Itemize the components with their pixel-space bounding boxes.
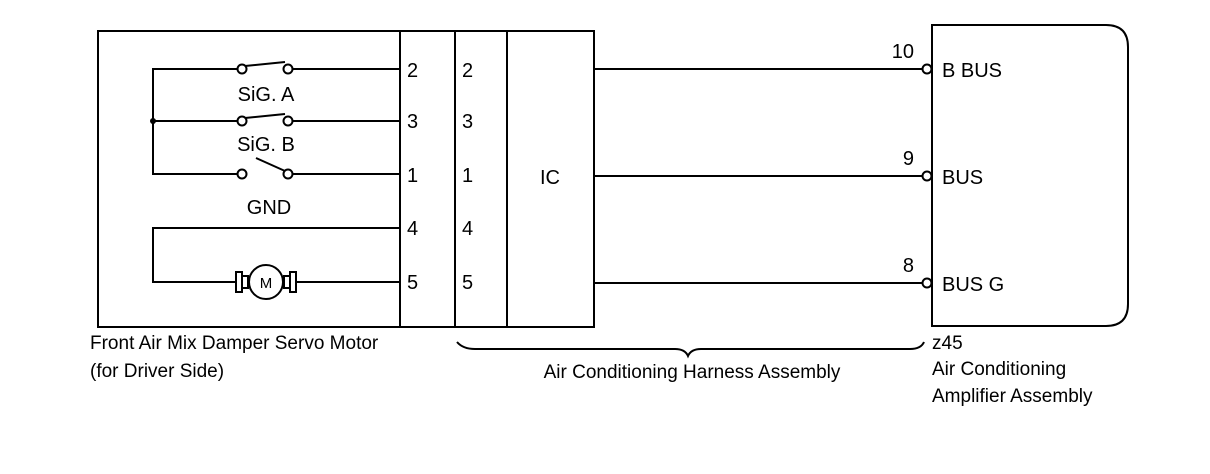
amp-pin-number: 10 xyxy=(892,41,914,63)
harness-brace xyxy=(456,341,925,359)
gnd-label: GND xyxy=(247,197,291,219)
sig-a-switch-arm xyxy=(244,61,286,67)
amp-pin-name: BUS xyxy=(942,167,983,189)
sig-a-contact-right xyxy=(282,63,294,75)
harness-pin-label: 1 xyxy=(462,165,473,187)
amplifier-box xyxy=(931,24,1129,327)
amp-pin-number: 8 xyxy=(903,255,914,277)
amplifier-caption-line1: Air Conditioning xyxy=(932,359,1066,380)
ic-label: IC xyxy=(540,167,560,189)
harness-pin-label: 2 xyxy=(462,60,473,82)
harness-caption: Air Conditioning Harness Assembly xyxy=(544,362,841,383)
harness-pin-label: 4 xyxy=(462,218,473,240)
servo-pin-label: 2 xyxy=(407,60,418,82)
motor-symbol xyxy=(248,264,284,300)
amp-pin-name: B BUS xyxy=(942,60,1002,82)
gnd-switch-arm xyxy=(255,157,286,172)
junction-dot xyxy=(150,118,156,124)
gnd-contact-left xyxy=(236,168,248,180)
servo-caption-line1: Front Air Mix Damper Servo Motor xyxy=(90,333,379,354)
amp-pin-number: 9 xyxy=(903,148,914,170)
harness-pin-label: 3 xyxy=(462,111,473,133)
sig-b-switch-arm xyxy=(244,113,286,119)
servo-pin-label: 4 xyxy=(407,218,418,240)
sig-a-label: SiG. A xyxy=(238,84,295,106)
amp-pin-name: BUS G xyxy=(942,274,1004,296)
servo-pin-label: 1 xyxy=(407,165,418,187)
sig-a-contact-left xyxy=(236,63,248,75)
servo-caption-line2: (for Driver Side) xyxy=(90,361,224,382)
servo-motor-box xyxy=(97,30,595,328)
gnd-contact-right xyxy=(282,168,294,180)
harness-pin-label: 5 xyxy=(462,272,473,294)
pin-10-terminal xyxy=(921,63,933,75)
pin-8-terminal xyxy=(921,277,933,289)
servo-pin-label: 5 xyxy=(407,272,418,294)
amplifier-connector: z45 xyxy=(932,333,963,354)
servo-pin-label: 3 xyxy=(407,111,418,133)
sig-b-contact-left xyxy=(236,115,248,127)
sig-b-contact-right xyxy=(282,115,294,127)
amplifier-caption-line2: Amplifier Assembly xyxy=(932,386,1093,407)
motor-brush-right xyxy=(283,275,291,289)
motor-brush-left xyxy=(241,275,249,289)
pin-9-terminal xyxy=(921,170,933,182)
motor-label: M xyxy=(260,275,273,292)
motor-wire-pin4 xyxy=(152,227,400,283)
sig-b-label: SiG. B xyxy=(237,134,295,156)
